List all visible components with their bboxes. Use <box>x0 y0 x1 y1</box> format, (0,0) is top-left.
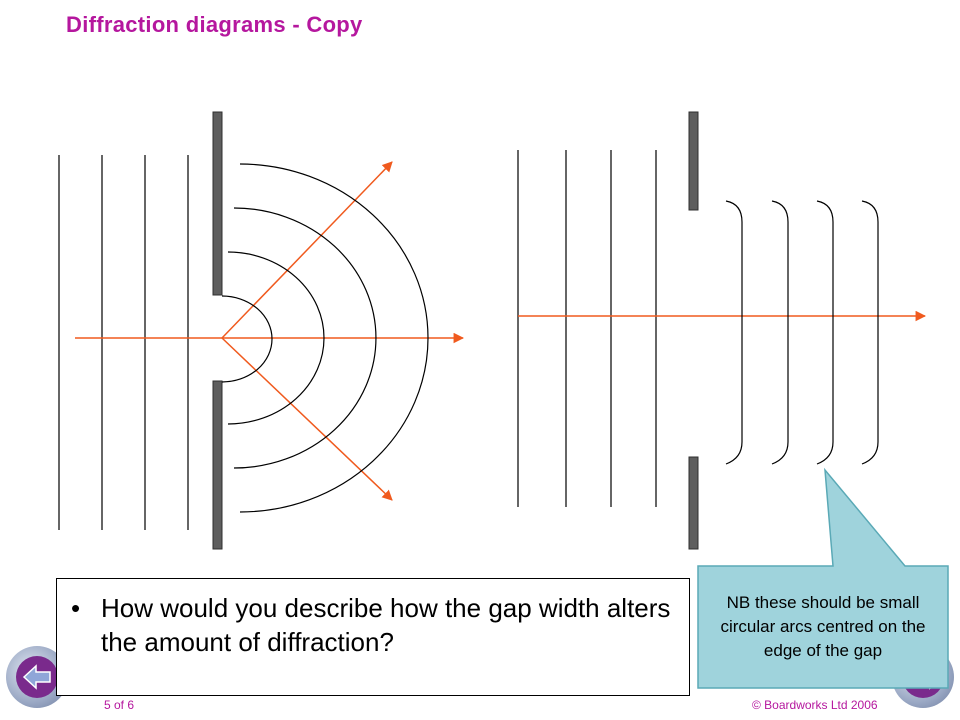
barrier-upper <box>212 111 223 296</box>
barrier-upper <box>688 111 699 211</box>
diffracted-ray-up <box>221 161 393 339</box>
page-title: Diffraction diagrams - Copy <box>66 12 363 37</box>
wide-gap-diagram <box>517 111 927 550</box>
diffracted-wavefront <box>227 251 325 425</box>
barrier-lower <box>212 380 223 550</box>
transmitted-wavefront <box>771 200 789 465</box>
transmitted-wavefront <box>816 200 834 465</box>
copyright-notice: © Boardworks Ltd 2006 <box>752 698 878 712</box>
back-arrow-icon <box>16 656 58 698</box>
diffracted-wavefront <box>221 295 273 383</box>
callout-note: NB these should be small circular arcs c… <box>720 593 926 660</box>
slide-number: 5 of 6 <box>104 698 135 712</box>
transmitted-wavefront <box>725 200 743 465</box>
diffracted-wavefront <box>233 207 377 469</box>
bullet-marker: • <box>71 593 81 623</box>
diffracted-ray-down <box>221 337 393 501</box>
question-text: How would you describe how the gap width… <box>101 593 671 657</box>
barrier-lower <box>688 456 699 550</box>
transmitted-wavefront <box>861 200 879 465</box>
narrow-gap-diagram <box>58 111 465 550</box>
question-item: • How would you describe how the gap wid… <box>71 591 671 659</box>
question-box: • How would you describe how the gap wid… <box>56 578 690 696</box>
diffracted-wavefront <box>239 163 429 513</box>
